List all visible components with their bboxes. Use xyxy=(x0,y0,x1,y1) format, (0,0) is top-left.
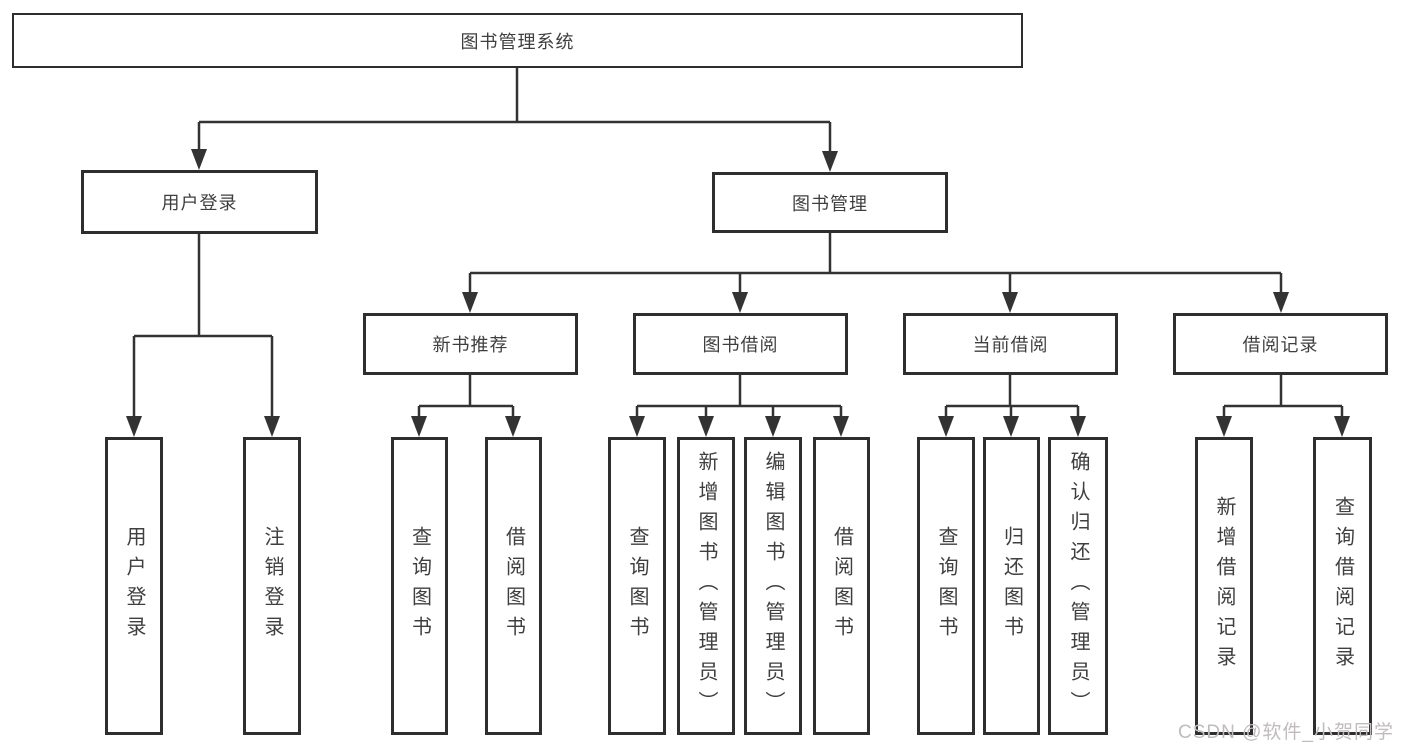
leaf-query-books-borrowing: 查询图书 xyxy=(608,437,666,735)
leaf-query-books-borrowing-label: 查询图书 xyxy=(626,526,648,646)
node-book-management-label: 图书管理 xyxy=(792,193,868,214)
leaf-add-books-admin: 新增图书（管理员） xyxy=(677,437,735,735)
node-borrowing-records: 借阅记录 xyxy=(1173,313,1388,375)
leaf-return-books-label: 归还图书 xyxy=(1000,526,1023,646)
leaf-borrow-books-borrowing: 借阅图书 xyxy=(813,437,870,735)
leaf-edit-books-admin: 编辑图书（管理员） xyxy=(744,437,802,735)
leaf-edit-books-admin-label: 编辑图书（管理员） xyxy=(762,451,784,721)
leaf-query-books-recommend-label: 查询图书 xyxy=(408,526,431,646)
arrowheads xyxy=(126,149,1350,437)
node-book-borrowing: 图书借阅 xyxy=(633,313,848,375)
leaf-logout: 注销登录 xyxy=(243,437,301,735)
leaf-confirm-return-admin: 确认归还（管理员） xyxy=(1048,437,1108,735)
leaf-borrow-books-borrowing-label: 借阅图书 xyxy=(830,526,853,646)
leaf-borrow-books-recommend: 借阅图书 xyxy=(485,437,542,735)
leaf-add-borrow-record-label: 新增借阅记录 xyxy=(1213,496,1235,676)
leaf-add-books-admin-label: 新增图书（管理员） xyxy=(695,451,717,721)
leaf-query-books-recommend: 查询图书 xyxy=(391,437,448,735)
leaf-return-books: 归还图书 xyxy=(983,437,1040,735)
node-user-login-label: 用户登录 xyxy=(161,193,238,213)
node-book-management: 图书管理 xyxy=(712,172,948,233)
leaf-confirm-return-admin-label: 确认归还（管理员） xyxy=(1067,451,1089,721)
node-user-login: 用户登录 xyxy=(81,170,318,234)
leaf-query-books-current-label: 查询图书 xyxy=(935,526,957,646)
node-root-label: 图书管理系统 xyxy=(460,31,575,52)
leaf-logout-label: 注销登录 xyxy=(261,526,283,646)
node-new-book-recommendation: 新书推荐 xyxy=(363,313,578,375)
leaf-user-login: 用户登录 xyxy=(105,437,163,735)
node-book-borrowing-label: 图书借阅 xyxy=(702,335,779,355)
node-current-borrowing: 当前借阅 xyxy=(903,313,1118,375)
leaf-query-borrow-record-label: 查询借阅记录 xyxy=(1331,496,1354,676)
node-new-book-recommendation-label: 新书推荐 xyxy=(432,335,509,355)
csdn-watermark: CSDN @软件_小贺同学 xyxy=(1178,722,1394,743)
leaf-borrow-books-recommend-label: 借阅图书 xyxy=(502,526,525,646)
leaf-query-borrow-record: 查询借阅记录 xyxy=(1313,437,1372,735)
node-root: 图书管理系统 xyxy=(12,13,1023,68)
leaf-add-borrow-record: 新增借阅记录 xyxy=(1195,437,1253,735)
leaf-user-login-label: 用户登录 xyxy=(123,526,145,646)
node-current-borrowing-label: 当前借阅 xyxy=(972,335,1049,355)
leaf-query-books-current: 查询图书 xyxy=(917,437,975,735)
node-borrowing-records-label: 借阅记录 xyxy=(1242,335,1319,355)
